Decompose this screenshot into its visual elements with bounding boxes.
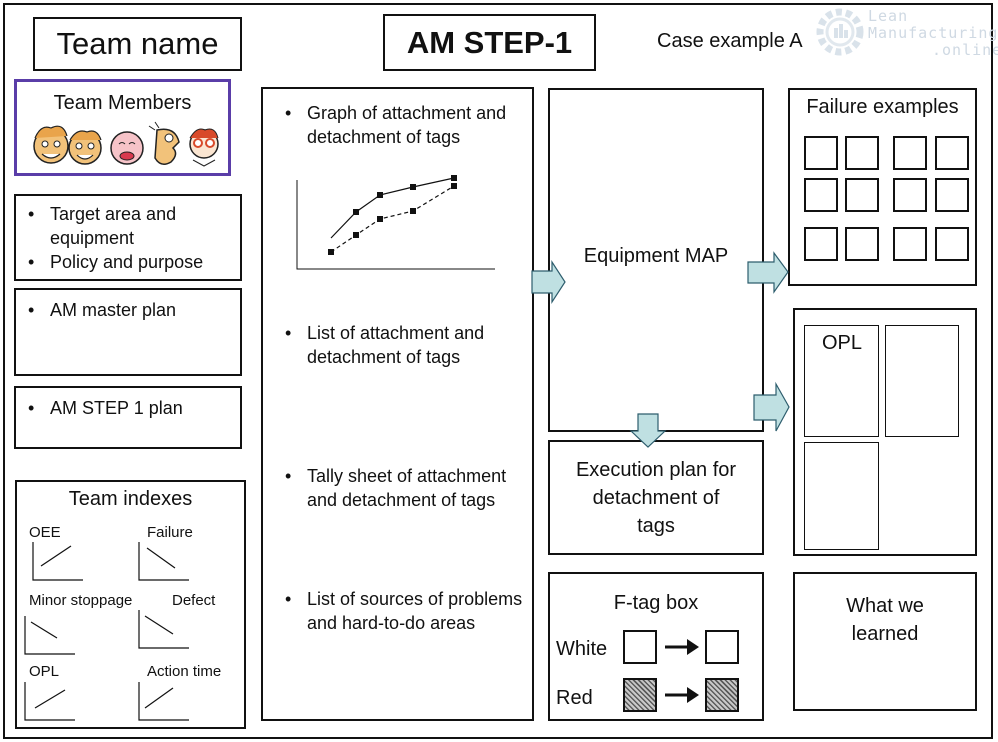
list-item: Tally sheet of attachment and detachment…	[285, 464, 532, 512]
ftag-box: F-tag box White Red	[548, 572, 764, 721]
failure-example-square	[804, 178, 838, 212]
tag-graph	[296, 175, 495, 270]
index-label: Defect	[172, 592, 216, 609]
master-plan-box: AM master plan	[14, 288, 242, 376]
failure-example-square	[845, 178, 879, 212]
index-label: OPL	[29, 663, 60, 680]
failure-example-square	[845, 136, 879, 170]
index-label: Minor stoppage	[29, 592, 133, 609]
arrow-right-icon	[665, 639, 699, 703]
logo-text-line1: Lean	[868, 7, 909, 25]
red-tag-square	[705, 678, 739, 712]
ftag-title: F-tag box	[613, 592, 699, 614]
team-indexes-box: Team indexes OEE Failure Minor stoppage …	[15, 480, 246, 729]
opl-box: OPL	[793, 308, 977, 556]
target-area-box: Target area and equipment Policy and pur…	[14, 194, 242, 281]
logo-text-line2: Manufacturing	[868, 24, 998, 42]
failure-example-square	[935, 178, 969, 212]
list-item: Policy and purpose	[28, 250, 240, 274]
step1-plan-box: AM STEP 1 plan	[14, 386, 242, 449]
target-list: Target area and equipment Policy and pur…	[16, 202, 240, 274]
ftag-white-label: White	[556, 638, 608, 660]
execution-plan-box: Execution plan for detachment of tags	[548, 440, 764, 555]
failure-examples-title: Failure examples	[806, 96, 959, 118]
failure-examples-box: Failure examples	[788, 88, 977, 286]
failure-example-square	[804, 136, 838, 170]
index-mini-graphs	[24, 542, 189, 721]
failure-example-square	[893, 136, 927, 170]
white-tag-square	[623, 630, 657, 664]
opl-sheet: OPL	[804, 325, 879, 437]
team-members-box: Team Members	[14, 79, 231, 176]
logo-text-line3: .online	[932, 41, 998, 59]
list-item: AM STEP 1 plan	[28, 396, 240, 420]
team-name-box: Team name	[33, 17, 242, 71]
list-item: Graph of attachment and detachment of ta…	[285, 101, 532, 149]
white-tag-square	[705, 630, 739, 664]
case-label: Case example A	[657, 30, 803, 52]
list-item: List of attachment and detachment of tag…	[285, 321, 532, 369]
team-indexes-title: Team indexes	[68, 488, 193, 510]
page-title: AM STEP-1	[383, 14, 596, 71]
gear-icon	[816, 8, 864, 56]
page-frame	[3, 3, 993, 739]
failure-example-square	[935, 227, 969, 261]
failure-example-square	[804, 227, 838, 261]
opl-sheet	[885, 325, 959, 437]
what-we-learned-box: What we learned	[793, 572, 977, 711]
failure-example-square	[845, 227, 879, 261]
failure-example-square	[893, 227, 927, 261]
equipment-map-label: Equipment MAP	[583, 245, 729, 267]
list-item: List of sources of problems and hard-to-…	[285, 587, 532, 635]
opl-sheet	[804, 442, 879, 550]
equipment-map-box: Equipment MAP	[548, 88, 764, 432]
team-members-title: Team Members	[53, 92, 192, 114]
lean-manufacturing-logo: Lean Manufacturing .online	[808, 4, 998, 66]
ftag-red-label: Red	[556, 687, 593, 709]
team-faces-icon	[33, 121, 219, 167]
failure-example-square	[893, 178, 927, 212]
red-tag-square	[623, 678, 657, 712]
index-label: OEE	[29, 524, 61, 541]
deliverables-box: Graph of attachment and detachment of ta…	[261, 87, 534, 721]
opl-label: OPL	[822, 332, 863, 354]
index-label: Action time	[147, 663, 222, 680]
list-item: AM master plan	[28, 298, 240, 322]
failure-example-square	[935, 136, 969, 170]
list-item: Target area and equipment	[28, 202, 240, 250]
index-label: Failure	[147, 524, 193, 541]
what-we-learned-label: What we learned	[846, 595, 924, 645]
